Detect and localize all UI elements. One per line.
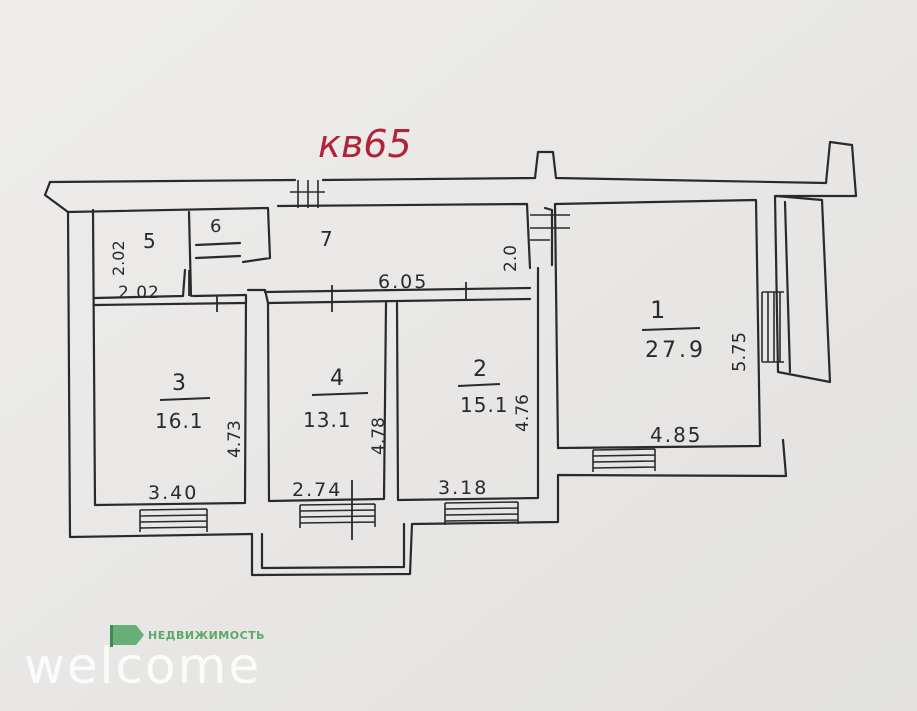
top-outer-wall xyxy=(48,140,858,198)
window-room3 xyxy=(139,508,208,532)
room2-outline xyxy=(395,266,540,502)
room1-area: 27.9 xyxy=(645,338,706,363)
room7-length: 6.05 xyxy=(378,271,428,293)
watermark: НЕДВИЖИМОСТЬ welcome xyxy=(20,615,280,705)
room3-length: 4.73 xyxy=(225,420,245,458)
window-room1 xyxy=(592,448,656,472)
room5-length: 2.02 xyxy=(109,240,128,276)
balcony-inner-line xyxy=(783,200,792,374)
room4-area: 13.1 xyxy=(303,408,352,432)
room4-outline xyxy=(246,288,388,503)
room4-width: 2.74 xyxy=(292,479,342,501)
tick-marks xyxy=(188,270,467,540)
room7-width: 2.0 xyxy=(501,245,521,272)
room5-6-partition xyxy=(187,210,193,298)
room1-outline xyxy=(553,198,762,450)
room4-length: 4.78 xyxy=(369,417,389,455)
room1-door xyxy=(530,214,570,241)
balcony-outline xyxy=(260,522,406,570)
room2-area: 15.1 xyxy=(460,393,509,417)
corridor-bottom-wall xyxy=(263,286,532,305)
room1-number: 1 xyxy=(650,296,665,324)
room1-length: 5.75 xyxy=(729,332,750,372)
room-labels: 1 27.9 4.85 5.75 2 15.1 3.18 4.76 3 16.1… xyxy=(109,216,750,504)
room6-door xyxy=(194,241,242,260)
room2-length: 4.76 xyxy=(513,394,533,432)
window-room1-side xyxy=(761,291,784,363)
window-room2 xyxy=(444,501,519,525)
room1-width: 4.85 xyxy=(650,423,703,447)
window-top xyxy=(290,180,325,208)
window-room4 xyxy=(299,503,376,528)
room3-area: 16.1 xyxy=(155,409,204,433)
top-inner-wall-left xyxy=(43,180,272,264)
room4-number: 4 xyxy=(330,366,344,391)
walls xyxy=(43,140,858,577)
room3-width: 3.40 xyxy=(148,482,198,504)
room5-width: 2.02 xyxy=(118,283,160,303)
room7-number: 7 xyxy=(320,227,333,251)
apartment-title: кв65 xyxy=(318,122,412,166)
room5-bottom-wall xyxy=(93,268,248,300)
room3-number: 3 xyxy=(172,371,186,396)
windows xyxy=(139,180,784,532)
watermark-word: welcome xyxy=(24,637,262,695)
corridor-wall-left xyxy=(93,301,247,307)
bottom-wall-right xyxy=(250,438,788,577)
top-inner-wall-mid xyxy=(276,202,532,270)
room2-number: 2 xyxy=(473,357,487,382)
room2-width: 3.18 xyxy=(438,477,488,499)
room6-number: 6 xyxy=(210,216,221,237)
room1-left-wall xyxy=(543,206,554,267)
room1-balcony xyxy=(773,194,832,384)
flag-logo-icon xyxy=(110,625,144,647)
left-wall xyxy=(66,210,254,539)
room5-number: 5 xyxy=(143,229,156,253)
room3-outline xyxy=(91,208,248,507)
watermark-tagline: НЕДВИЖИМОСТЬ xyxy=(148,629,266,642)
